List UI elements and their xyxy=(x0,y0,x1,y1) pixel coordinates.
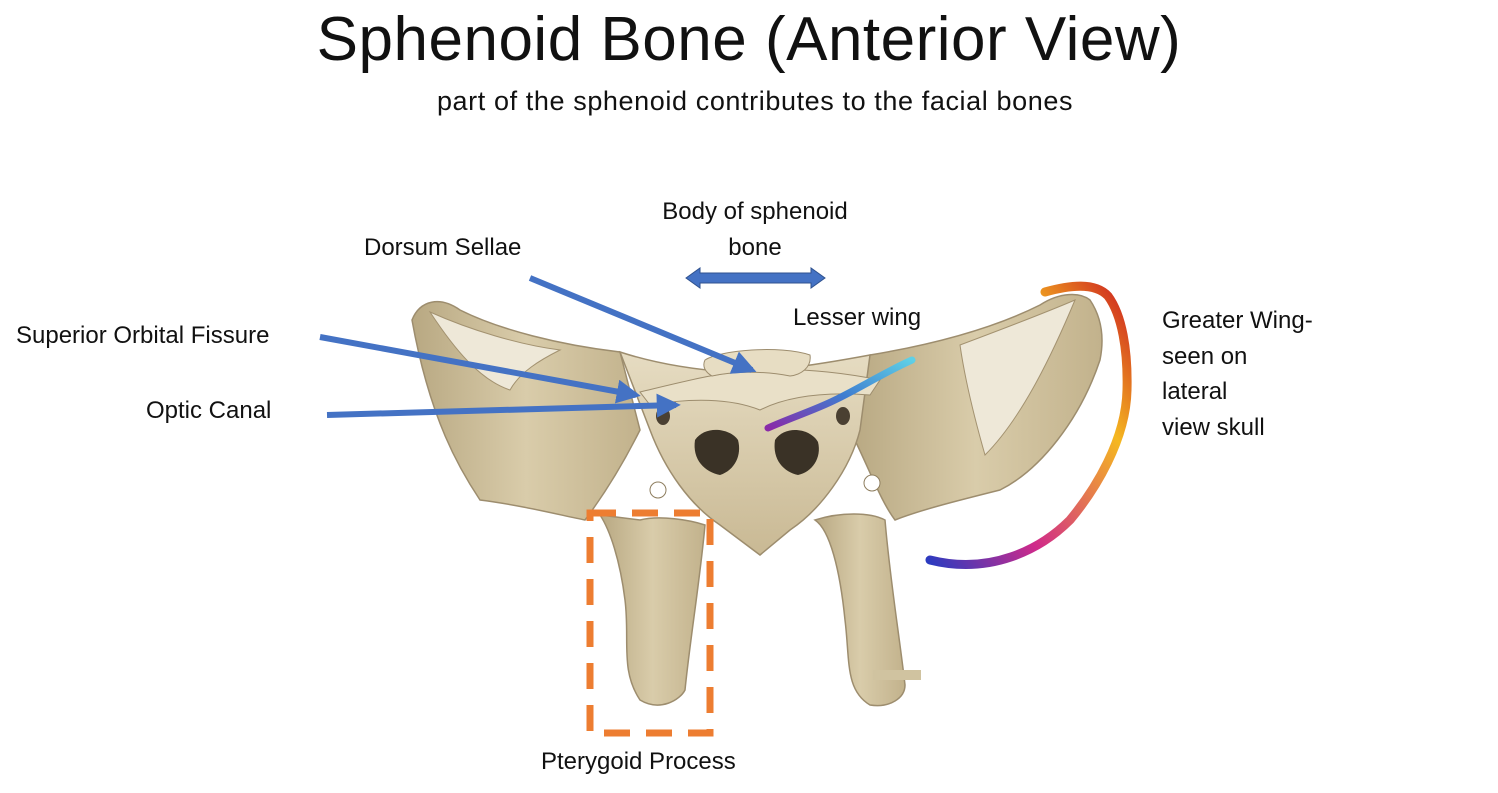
label-lesser-wing: Lesser wing xyxy=(793,304,922,331)
label-greater-wing-line: seen on xyxy=(1162,342,1248,370)
right-wing-texture xyxy=(959,299,1076,456)
label-superior-orbital-fissure: Superior Orbital Fissure xyxy=(16,322,270,349)
label-body-of-sphenoid: Body of sphenoid bone xyxy=(662,198,848,261)
superior-orbital-fissure-arrow xyxy=(319,334,641,404)
right-sinus-opening xyxy=(774,430,819,475)
pterygoid-highlight-box xyxy=(586,509,714,737)
left-pterygoid-process xyxy=(598,514,706,706)
label-greater-wing-line: view skull xyxy=(1162,413,1265,441)
lesser-wing-trace xyxy=(764,356,916,432)
left-sinus-opening xyxy=(694,429,740,475)
label-greater-wing-line: lateral xyxy=(1162,378,1228,405)
page-title: Sphenoid Bone (Anterior View) xyxy=(316,5,1182,74)
body-width-double-arrow xyxy=(685,267,826,289)
right-optic-canal-opening xyxy=(836,407,850,425)
label-pterygoid-process: Pterygoid Process xyxy=(541,748,736,775)
left-optic-canal-opening xyxy=(656,407,670,425)
label-greater-wing-line: Greater Wing- xyxy=(1162,307,1313,334)
left-wing-texture xyxy=(428,310,562,391)
sphenoid-bone xyxy=(411,293,1103,707)
illustrator-signature xyxy=(873,670,921,680)
dorsum-sellae-arrow xyxy=(528,275,757,374)
label-optic-canal: Optic Canal xyxy=(146,397,272,424)
page-subtitle: part of the sphenoid contributes to the … xyxy=(436,86,1074,116)
left-foramen xyxy=(649,481,667,499)
label-greater-wing: Greater Wing- seen on lateral view skull xyxy=(1162,303,1313,445)
right-pterygoid-process xyxy=(813,513,906,707)
right-foramen xyxy=(863,474,881,492)
greater-wing-trace xyxy=(925,281,1132,569)
label-dorsum-sellae: Dorsum Sellae xyxy=(364,234,522,261)
optic-canal-arrow xyxy=(326,393,681,418)
